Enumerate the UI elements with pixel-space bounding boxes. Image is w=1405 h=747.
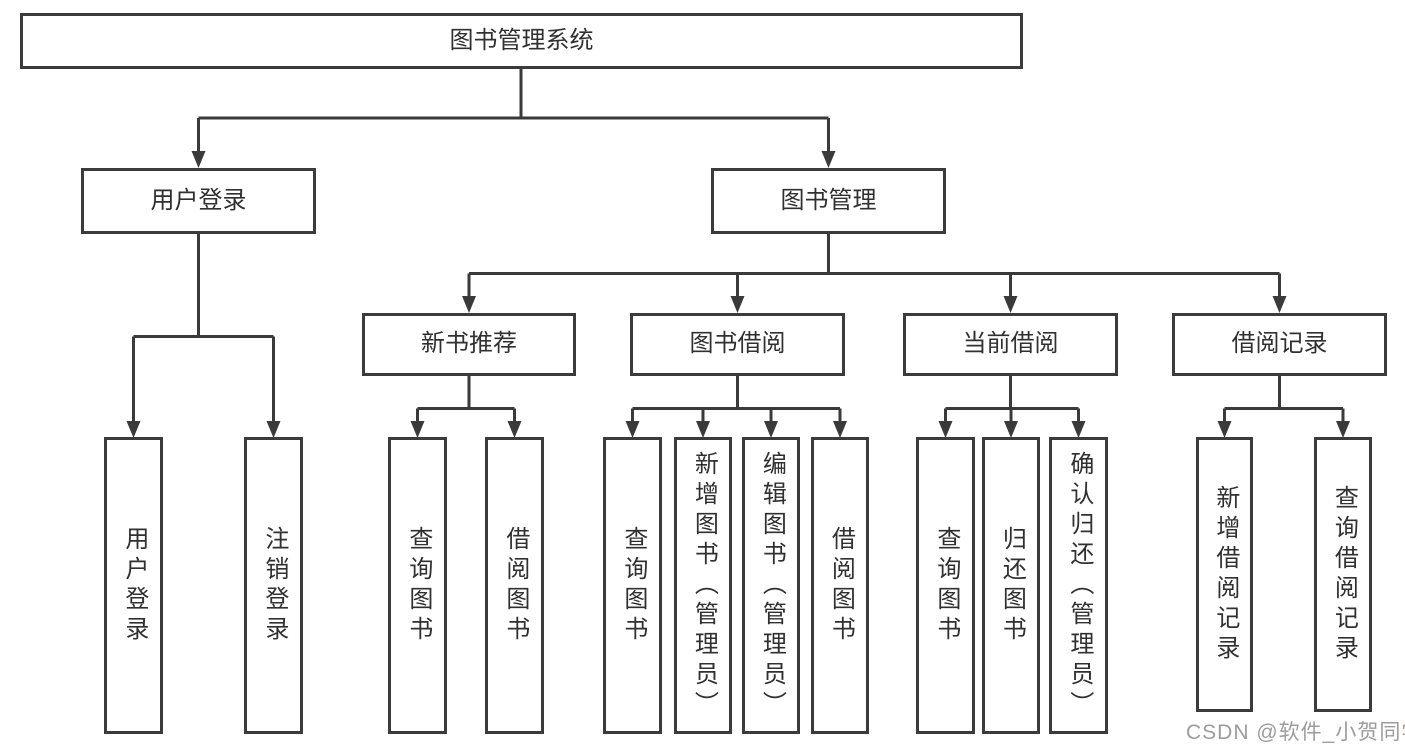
node-label: 新增借阅记录 bbox=[1211, 484, 1239, 665]
connector-borrowing-records-children bbox=[1217, 376, 1350, 438]
node-label: 新书推荐 bbox=[421, 330, 517, 358]
node-library-management-system: 图书管理系统 bbox=[20, 13, 1023, 69]
connector-current-borrowing-children bbox=[938, 376, 1086, 438]
node-label: 查询图书 bbox=[404, 525, 432, 646]
csdn-watermark: CSDN @软件_小贺同学 bbox=[1186, 716, 1405, 746]
node-query-books-current: 查询图书 bbox=[916, 437, 975, 734]
node-add-borrow-record: 新增借阅记录 bbox=[1196, 437, 1253, 712]
watermark-text-accent: 学 bbox=[1401, 721, 1405, 744]
node-label: 借阅图书 bbox=[827, 525, 855, 646]
node-label: 归还图书 bbox=[998, 525, 1026, 646]
node-borrow-books-recommend: 借阅图书 bbox=[485, 437, 544, 734]
watermark-text: CSDN @软件_小贺同 bbox=[1186, 721, 1402, 744]
node-label: 注销登录 bbox=[260, 525, 288, 646]
node-query-borrow-record: 查询借阅记录 bbox=[1314, 437, 1372, 712]
node-current-borrowing: 当前借阅 bbox=[903, 313, 1118, 376]
node-label: 图书管理系统 bbox=[449, 26, 594, 54]
connector-book-borrowing-children bbox=[625, 376, 847, 438]
node-label: 查询借阅记录 bbox=[1330, 484, 1358, 665]
node-label: 用户登录 bbox=[120, 525, 148, 646]
node-user-login: 用户登录 bbox=[81, 168, 316, 234]
node-label: 新增图书（管理员） bbox=[690, 450, 718, 721]
node-label: 图书管理 bbox=[780, 186, 877, 214]
node-logout: 注销登录 bbox=[244, 437, 303, 734]
node-user-login-action: 用户登录 bbox=[104, 437, 163, 734]
node-label: 查询图书 bbox=[619, 525, 647, 646]
node-label: 借阅图书 bbox=[501, 525, 529, 646]
node-book-management: 图书管理 bbox=[711, 168, 946, 234]
connector-user-login-children bbox=[126, 233, 281, 438]
node-label: 编辑图书（管理员） bbox=[758, 450, 786, 721]
node-label: 查询图书 bbox=[932, 525, 960, 646]
node-label: 用户登录 bbox=[150, 186, 247, 214]
node-borrowing-records: 借阅记录 bbox=[1172, 313, 1387, 376]
connector-book-management-children bbox=[462, 233, 1287, 313]
node-query-books-borrowing: 查询图书 bbox=[603, 437, 662, 734]
connector-root-to-level2 bbox=[191, 68, 836, 168]
node-return-books: 归还图书 bbox=[982, 437, 1040, 734]
node-book-borrowing: 图书借阅 bbox=[630, 313, 845, 376]
node-add-books-admin: 新增图书（管理员） bbox=[674, 437, 732, 734]
node-edit-books-admin: 编辑图书（管理员） bbox=[742, 437, 800, 734]
node-label: 借阅记录 bbox=[1231, 330, 1328, 358]
connector-recommendation-children bbox=[410, 376, 522, 438]
node-confirm-return-admin: 确认归还（管理员） bbox=[1049, 437, 1108, 734]
node-label: 图书借阅 bbox=[689, 330, 786, 358]
node-label: 确认归还（管理员） bbox=[1065, 450, 1093, 721]
node-label: 当前借阅 bbox=[962, 330, 1059, 358]
node-query-books-recommend: 查询图书 bbox=[388, 437, 447, 734]
node-borrow-books-borrowing: 借阅图书 bbox=[811, 437, 869, 734]
node-new-book-recommendation: 新书推荐 bbox=[362, 313, 576, 376]
